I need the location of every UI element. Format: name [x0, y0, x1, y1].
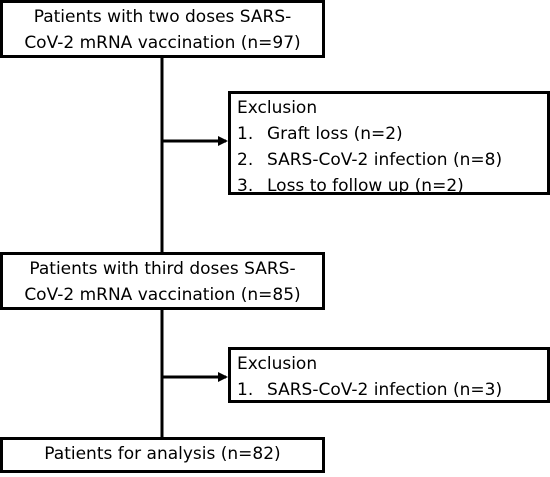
exclusion-box-1: Exclusion 1. Graft loss (n=2) 2. SARS-CoV-…: [228, 91, 550, 196]
exclusion-1-item-2-num: 2.: [237, 150, 254, 170]
exclusion-1-item-3-num: 3.: [237, 176, 254, 196]
exclusion-1-title: Exclusion: [237, 98, 318, 118]
two-doses-line-1: Patients with two doses SARS-: [33, 7, 292, 27]
exclusion-2-item-1: 1. SARS-CoV-2 infection (n=3): [231, 377, 547, 403]
exclusion-1-item-3: 3. Loss to follow up (n=2): [231, 173, 547, 199]
two-doses-line-2: CoV-2 mRNA vaccination (n=97): [24, 33, 301, 53]
exclusion-2-item-1-num: 1.: [237, 380, 254, 400]
two-doses-box: Patients with two doses SARS- CoV-2 mRNA…: [0, 0, 325, 58]
exclusion-2-item-1-text: SARS-CoV-2 infection (n=3): [267, 380, 503, 400]
analysis-line-1: Patients for analysis (n=82): [44, 444, 281, 464]
exclusion-box-2: Exclusion 1. SARS-CoV-2 infection (n=3): [228, 347, 550, 403]
third-doses-line-1: Patients with third doses SARS-: [29, 259, 296, 279]
exclusion-1-item-2-text: SARS-CoV-2 infection (n=8): [267, 150, 503, 170]
exclusion-2-title: Exclusion: [237, 354, 318, 374]
exclusion-1-item-1-num: 1.: [237, 124, 254, 144]
third-doses-line-2: CoV-2 mRNA vaccination (n=85): [24, 285, 301, 305]
analysis-box: Patients for analysis (n=82): [0, 437, 325, 473]
exclusion-1-item-2: 2. SARS-CoV-2 infection (n=8): [231, 147, 547, 173]
third-doses-box: Patients with third doses SARS- CoV-2 mR…: [0, 252, 325, 310]
exclusion-1-item-3-text: Loss to follow up (n=2): [267, 176, 464, 196]
exclusion-1-item-1: 1. Graft loss (n=2): [231, 121, 547, 147]
exclusion-1-item-1-text: Graft loss (n=2): [267, 124, 403, 144]
